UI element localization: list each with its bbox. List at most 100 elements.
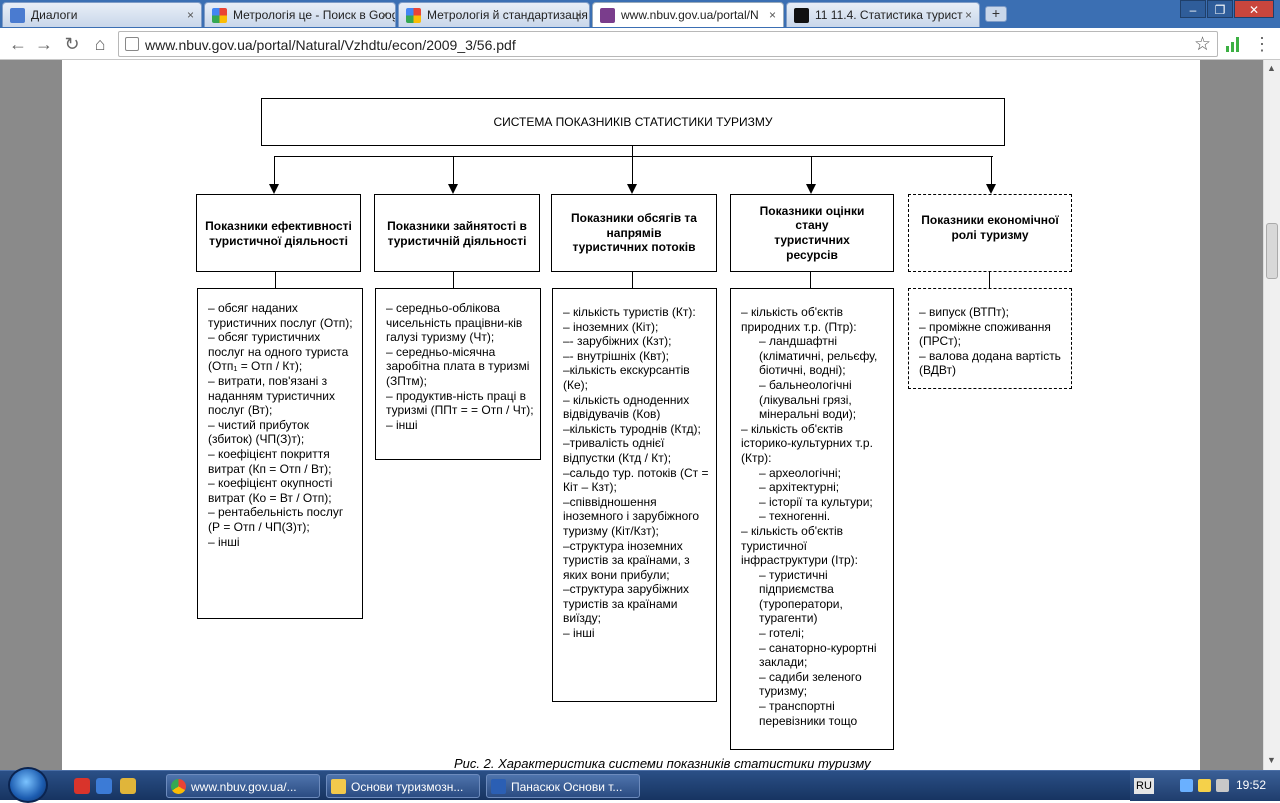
forward-button[interactable]: → <box>32 32 56 56</box>
word-icon <box>491 779 506 794</box>
taskbar-label: Панасюк Основи т... <box>511 780 623 794</box>
taskbar-label: Основи туризмозн... <box>351 780 464 794</box>
header-employment: Показники зайнятості в туристичній діяль… <box>374 194 540 272</box>
page-icon <box>125 37 139 51</box>
volume-icon[interactable] <box>1216 779 1229 792</box>
list-efficiency: – обсяг наданих туристичних послуг (Отп)… <box>197 288 363 619</box>
list-item: –кількість туроднів (Ктд); <box>563 421 701 436</box>
arrow-down-icon <box>986 184 996 194</box>
tab-label: www.nbuv.gov.ua/portal/N <box>621 8 759 22</box>
minimize-button[interactable]: – <box>1180 0 1206 18</box>
arrow-down-icon <box>448 184 458 194</box>
list-item: – середньо-облікова чисельність працівни… <box>386 301 523 345</box>
connector-line <box>810 272 811 288</box>
list-item: – транспортні перевізники тощо <box>759 699 858 728</box>
close-tab-icon[interactable]: × <box>768 8 776 22</box>
tab-label: 11 11.4. Статистика турист <box>815 8 963 22</box>
connector-line <box>453 156 454 184</box>
shield-icon[interactable] <box>96 778 112 794</box>
pdf-viewer: СИСТЕМА ПОКАЗНИКІВ СТАТИСТИКИ ТУРИЗМУ По… <box>0 60 1280 770</box>
list-item: – коефіцієнт окупності витрат (Ко = Вт /… <box>208 476 333 505</box>
list-item: – продуктив-ність праці в туризмі (ППт =… <box>386 388 534 418</box>
list-item: – обсяг наданих туристичних послуг (Отп)… <box>208 301 353 330</box>
start-button[interactable] <box>8 767 48 803</box>
scroll-up-icon[interactable]: ▲ <box>1267 63 1276 73</box>
clock[interactable]: 19:52 <box>1235 778 1266 792</box>
vertical-scrollbar[interactable]: ▲ ▼ <box>1263 60 1280 770</box>
wrench-menu-button[interactable]: ⋮ <box>1250 32 1274 56</box>
close-window-button[interactable]: ✕ <box>1234 0 1274 18</box>
list-item: –кількість екскурсантів (Ке); <box>563 363 690 392</box>
bookmark-star-icon[interactable]: ☆ <box>1193 34 1211 55</box>
google-favicon-icon <box>212 8 227 23</box>
tray-app-icon[interactable] <box>1198 779 1211 792</box>
connector-line <box>632 146 633 156</box>
scrollbar-thumb[interactable] <box>1266 223 1278 279</box>
taskbar-item-word[interactable]: Панасюк Основи т... <box>486 774 640 798</box>
header-efficiency: Показники ефективності туристичної діяль… <box>196 194 361 272</box>
taskbar-label: www.nbuv.gov.ua/... <box>191 780 297 794</box>
list-item: – садиби зеленого туризму; <box>759 669 862 699</box>
language-indicator[interactable]: RU <box>1134 778 1154 794</box>
diagram-title-box: СИСТЕМА ПОКАЗНИКІВ СТАТИСТИКИ ТУРИЗМУ <box>261 98 1005 146</box>
signal-bars-icon[interactable] <box>1226 36 1240 52</box>
list-item: –- зарубіжних (Кзт); <box>563 334 672 349</box>
list-item: – архітектурні; <box>759 480 840 495</box>
connector-line <box>274 156 275 184</box>
url-text: www.nbuv.gov.ua/portal/Natural/Vzhdtu/ec… <box>145 37 516 53</box>
antivirus-icon[interactable] <box>74 778 90 794</box>
connector-line <box>274 156 993 157</box>
taskbar-item-chrome[interactable]: www.nbuv.gov.ua/... <box>166 774 320 798</box>
tab-google-search[interactable]: Метрологія це - Поиск в Google × <box>204 2 396 27</box>
reload-icon: ↻ <box>64 34 80 54</box>
list-item: – готелі; <box>759 626 805 641</box>
arrow-down-icon <box>627 184 637 194</box>
browser-toolbar: ← → ↻ ⌂ www.nbuv.gov.ua/portal/Natural/V… <box>0 28 1280 60</box>
header-text: Показники зайнятості в туристичній діяль… <box>387 219 527 248</box>
list-item: – туристичні підприємства (туроператори,… <box>759 567 843 626</box>
list-economic-role: – випуск (ВТПт); – проміжне споживання (… <box>908 288 1072 389</box>
close-tab-icon[interactable]: × <box>186 8 194 22</box>
connector-line <box>632 272 633 288</box>
connector-line <box>275 272 276 288</box>
header-resources: Показники оцінки стану туристичних ресур… <box>730 194 894 272</box>
back-button[interactable]: ← <box>6 32 30 56</box>
reload-button[interactable]: ↻ <box>60 32 84 56</box>
tab-statistics[interactable]: 11 11.4. Статистика турист × <box>786 2 980 27</box>
home-button[interactable]: ⌂ <box>88 32 112 56</box>
close-tab-icon[interactable]: × <box>964 8 972 22</box>
arrow-down-icon <box>269 184 279 194</box>
header-text: Показники оцінки стану туристичних ресур… <box>759 203 865 262</box>
tab-label: Диалоги <box>31 8 78 22</box>
list-item: – історії та культури; <box>759 494 873 509</box>
connector-line <box>989 272 990 288</box>
new-tab-button[interactable]: + <box>985 6 1007 22</box>
scroll-down-icon[interactable]: ▼ <box>1267 755 1276 765</box>
list-item: – випуск (ВТПт); <box>919 305 1010 319</box>
address-bar[interactable]: www.nbuv.gov.ua/portal/Natural/Vzhdtu/ec… <box>118 31 1218 57</box>
connector-line <box>453 272 454 288</box>
close-tab-icon[interactable]: × <box>574 8 582 22</box>
restore-button[interactable]: ❐ <box>1207 0 1233 18</box>
header-text: Показники економічної ролі туризму <box>921 213 1059 242</box>
list-item: –структура зарубіжних туристів за країна… <box>563 582 690 626</box>
list-item: –структура іноземних туристів за країнам… <box>563 538 690 582</box>
tab-metrology[interactable]: Метрологія й стандартизація × <box>398 2 590 27</box>
tab-dialogs[interactable]: Диалоги × <box>2 2 202 27</box>
list-item: – рентабельність послуг (Р = Отп / ЧП(З)… <box>208 505 344 534</box>
forward-arrow-icon: → <box>35 34 53 54</box>
quicklaunch-icon[interactable] <box>120 778 136 794</box>
tab-label: Метрологія це - Поиск в Google <box>233 8 396 22</box>
chrome-icon <box>171 779 186 794</box>
figure-caption: Рис. 2. Характеристика системи показникі… <box>454 756 871 770</box>
taskbar-item-folder[interactable]: Основи туризмозн... <box>326 774 480 798</box>
back-arrow-icon: ← <box>9 34 27 54</box>
connector-line <box>991 156 992 184</box>
tab-label: Метрологія й стандартизація <box>427 8 588 22</box>
list-item: – кількість одноденних відвідувачів (Ков… <box>563 392 690 422</box>
connector-line <box>811 156 812 184</box>
tab-nbuv-active[interactable]: www.nbuv.gov.ua/portal/N × <box>592 2 784 27</box>
close-tab-icon[interactable]: × <box>380 8 388 22</box>
list-employment: – середньо-облікова чисельність працівни… <box>375 288 541 460</box>
network-icon[interactable] <box>1180 779 1193 792</box>
